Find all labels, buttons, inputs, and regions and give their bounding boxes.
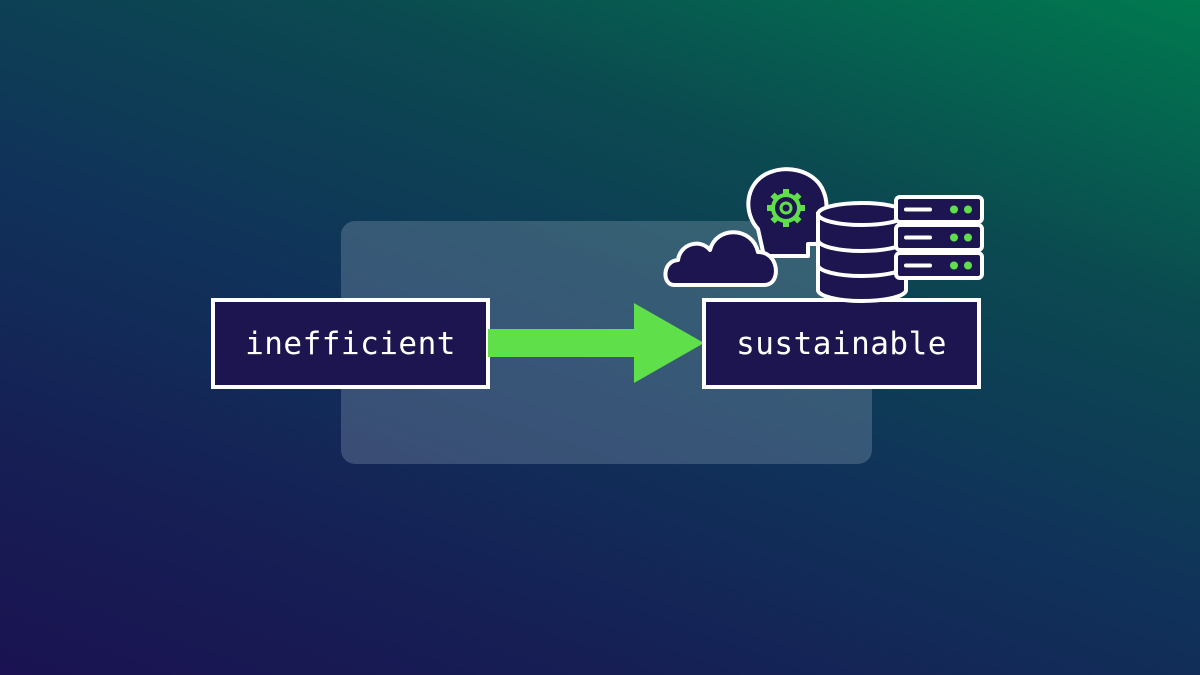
arrow-right-icon (488, 303, 704, 383)
infrastructure-icons (663, 167, 984, 303)
sustainable-box: sustainable (702, 298, 981, 389)
inefficient-box: inefficient (211, 298, 490, 389)
inefficient-label: inefficient (245, 325, 456, 362)
sustainable-label: sustainable (736, 325, 947, 362)
server-rack-icon (894, 195, 984, 280)
cloud-icon (663, 230, 778, 287)
database-icon (816, 201, 908, 303)
